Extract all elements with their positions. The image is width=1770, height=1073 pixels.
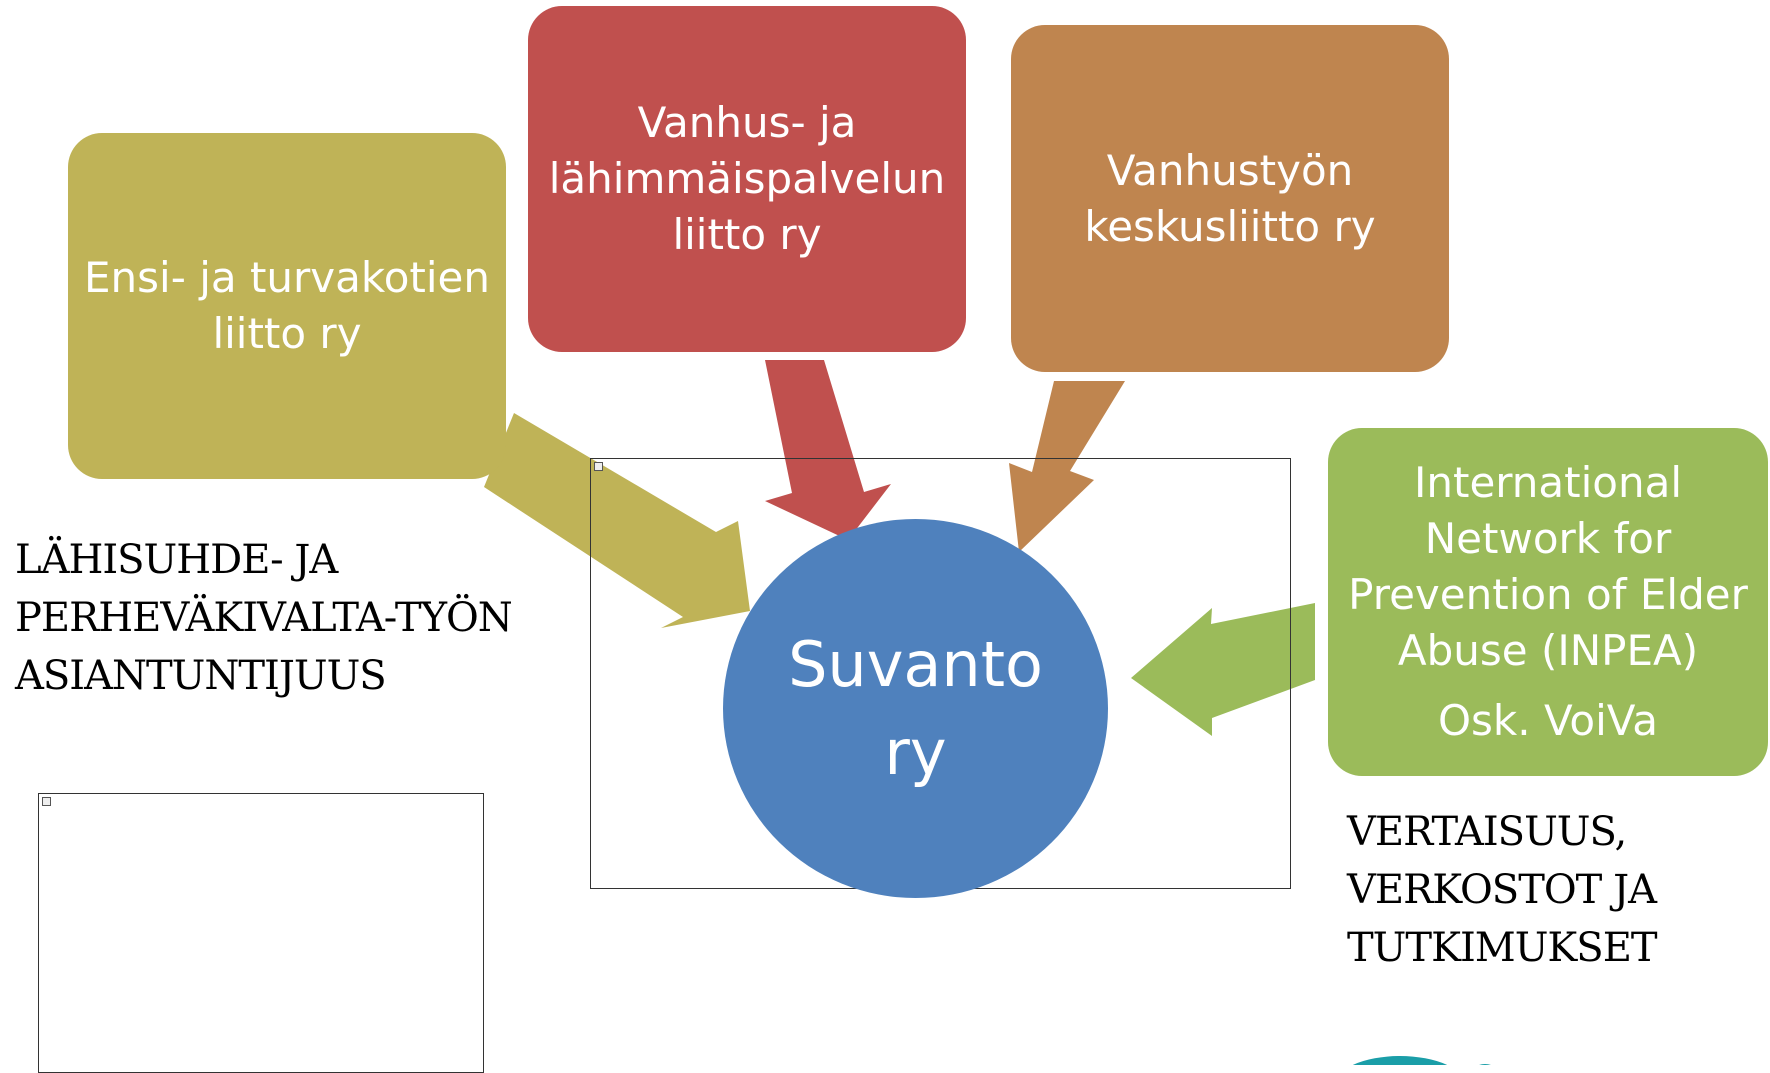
- box-ensi-line-1: Ensi- ja turvakotien: [83, 253, 491, 302]
- caption-right-line-3: TUTKIMUKSET: [1347, 925, 1658, 971]
- box-inpea-line-3: Prevention of Elder: [1348, 570, 1748, 619]
- center-line-1: Suvanto: [788, 627, 1043, 701]
- box-inpea-extra: Osk. VoiVa: [1437, 696, 1658, 745]
- box-inpea: International Network for Prevention of …: [1328, 428, 1768, 776]
- box-vanhus-line-2: lähimmäispalvelun: [548, 154, 946, 203]
- caption-right-line-1: VERTAISUUS,: [1347, 809, 1627, 855]
- logo-icon-mark: [1352, 1056, 1448, 1065]
- arrow-inpea-to-center: [1131, 603, 1315, 736]
- caption-right: VERTAISUUS, VERKOSTOT JA TUTKIMUKSET: [1347, 803, 1658, 977]
- box-inpea-line-2: Network for: [1424, 514, 1672, 563]
- box-ensi-line-2: liitto ry: [212, 309, 362, 358]
- arrow-ensi-to-center: [484, 413, 750, 628]
- caption-left: LÄHISUHDE- JA PERHEVÄKIVALTA-TYÖN ASIANT…: [15, 531, 513, 705]
- box-keskus-line-1: Vanhustyön: [1106, 145, 1354, 195]
- image-placeholder-icon: [594, 462, 603, 471]
- box-vanhus-line-1: Vanhus- ja: [637, 98, 857, 147]
- box-vanhus-line-3: liitto ry: [672, 210, 822, 259]
- image-placeholder-icon: [42, 797, 51, 806]
- center-line-2: ry: [884, 715, 947, 789]
- caption-right-line-2: VERKOSTOT JA: [1347, 867, 1657, 913]
- arrow-vanhus-to-center: [765, 360, 891, 540]
- caption-left-line-2: PERHEVÄKIVALTA-TYÖN: [15, 595, 513, 641]
- caption-left-line-3: ASIANTUNTIJUUS: [15, 653, 387, 699]
- box-vanhustyon-keskusliitto: Vanhustyön keskusliitto ry: [1011, 25, 1449, 372]
- box-inpea-line-4: Abuse (INPEA): [1397, 626, 1699, 675]
- bottom-left-image-frame: [38, 793, 484, 1073]
- box-vanhus-ja-lahimmaispalvelun: Vanhus- ja lähimmäispalvelun liitto ry: [528, 6, 966, 352]
- box-keskus-line-2: keskusliitto ry: [1084, 201, 1376, 251]
- box-inpea-line-1: International: [1413, 458, 1683, 507]
- arrow-keskus-to-center: [1009, 381, 1125, 552]
- logo-icon: [1330, 1048, 1770, 1065]
- box-ensi-ja-turvakotien: Ensi- ja turvakotien liitto ry: [68, 133, 506, 479]
- caption-left-line-1: LÄHISUHDE- JA: [15, 537, 338, 583]
- center-circle-suvanto: Suvanto ry: [723, 519, 1108, 898]
